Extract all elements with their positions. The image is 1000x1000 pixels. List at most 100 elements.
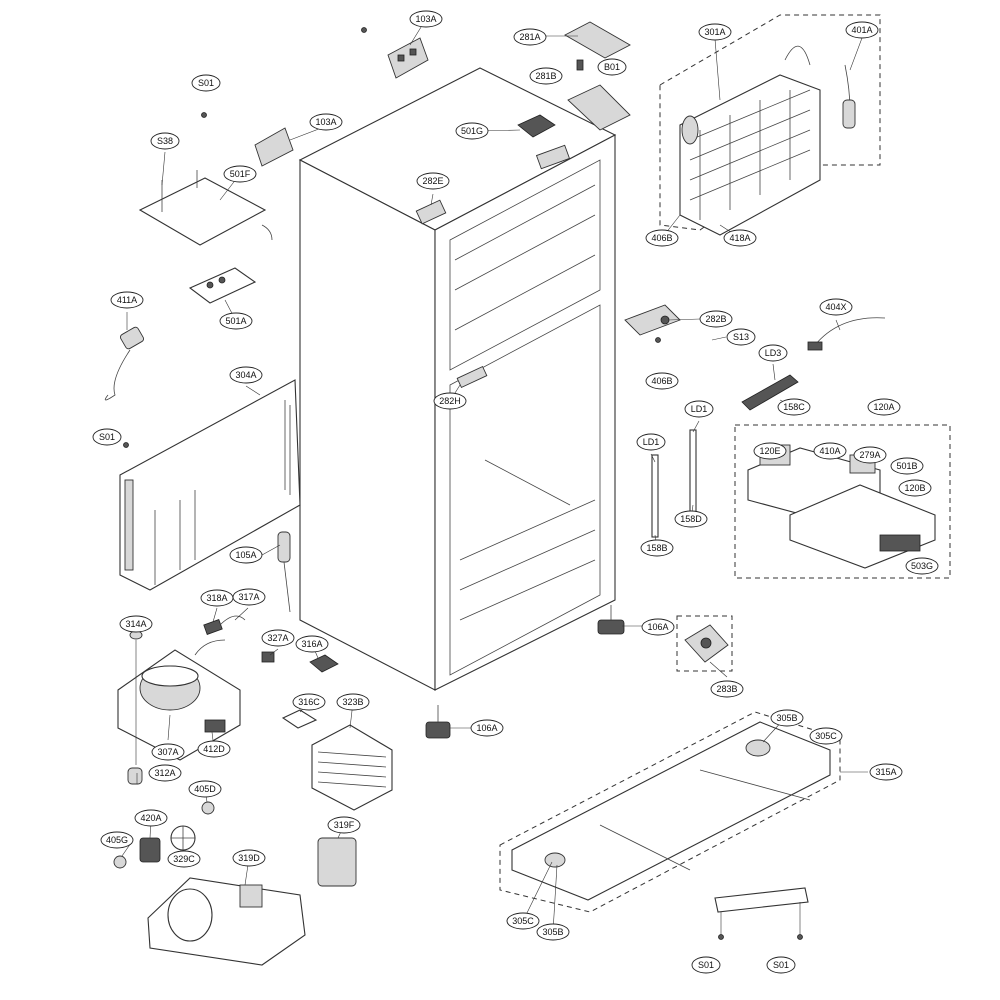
svg-text:120B: 120B	[904, 483, 925, 493]
svg-text:412D: 412D	[203, 744, 225, 754]
label-406b-mid: 406B	[645, 372, 679, 390]
fan-motor	[113, 801, 215, 869]
svg-text:281B: 281B	[535, 71, 556, 81]
refrigerator-cabinet	[298, 67, 617, 691]
svg-text:LD1: LD1	[643, 437, 660, 447]
condenser	[311, 724, 393, 811]
svg-text:120A: 120A	[873, 402, 894, 412]
svg-text:158D: 158D	[680, 514, 702, 524]
svg-text:307A: 307A	[157, 747, 178, 757]
label-105a: 105A	[229, 546, 263, 564]
svg-text:501A: 501A	[225, 316, 246, 326]
label-412d: 412D	[197, 740, 231, 758]
label-282h: 282H	[433, 392, 467, 410]
svg-text:282E: 282E	[422, 176, 443, 186]
label-s13: S13	[726, 328, 756, 346]
svg-text:329C: 329C	[173, 854, 195, 864]
svg-text:401A: 401A	[851, 25, 872, 35]
svg-text:305C: 305C	[512, 916, 534, 926]
power-cord	[104, 326, 145, 401]
label-103a-left: 103A	[309, 113, 343, 131]
machine-compartment-cover	[119, 379, 301, 591]
svg-text:318A: 318A	[206, 593, 227, 603]
bottom-bracket	[714, 887, 809, 935]
svg-text:282H: 282H	[439, 396, 461, 406]
label-ld1-right: LD1	[684, 400, 714, 418]
top-hinge-bracket	[564, 21, 631, 131]
label-316c: 316C	[292, 693, 326, 711]
svg-text:410A: 410A	[819, 446, 840, 456]
svg-text:106A: 106A	[476, 723, 497, 733]
svg-text:315A: 315A	[875, 767, 896, 777]
label-319d: 319D	[232, 849, 266, 867]
svg-text:501G: 501G	[461, 126, 483, 136]
label-329c: 329C	[167, 850, 201, 868]
label-120b: 120B	[898, 479, 932, 497]
svg-text:319F: 319F	[334, 820, 355, 830]
svg-text:316C: 316C	[298, 697, 320, 707]
label-s01-bottom-right: S01	[766, 956, 796, 974]
svg-text:501F: 501F	[230, 169, 251, 179]
label-120a: 120A	[867, 398, 901, 416]
svg-text:317A: 317A	[238, 592, 259, 602]
label-103a-top: 103A	[409, 10, 443, 28]
screws	[123, 27, 803, 940]
control-cover	[138, 170, 273, 246]
svg-text:301A: 301A	[704, 27, 725, 37]
label-106a-right: 106A	[641, 618, 675, 636]
lamp-led-3	[741, 374, 799, 411]
label-304a: 304A	[229, 366, 263, 384]
label-411a: 411A	[110, 291, 144, 309]
svg-text:S01: S01	[198, 78, 214, 88]
svg-text:103A: 103A	[415, 14, 436, 24]
svg-text:314A: 314A	[125, 619, 146, 629]
sensor-wire	[807, 317, 886, 351]
drain-tube	[277, 531, 291, 613]
label-404x: 404X	[819, 298, 853, 316]
svg-text:305C: 305C	[815, 731, 837, 741]
svg-text:305B: 305B	[776, 713, 797, 723]
leveling-foot-right	[597, 605, 625, 635]
svg-text:LD1: LD1	[691, 404, 708, 414]
label-312a: 312A	[148, 764, 182, 782]
svg-text:S01: S01	[773, 960, 789, 970]
label-327a: 327A	[261, 629, 295, 647]
label-319f: 319F	[327, 816, 361, 834]
label-405d: 405D	[188, 780, 222, 798]
label-ld1-left: LD1	[636, 433, 666, 451]
svg-text:S13: S13	[733, 332, 749, 342]
clip-and-pads	[261, 651, 339, 729]
label-418a: 418A	[723, 229, 757, 247]
leveling-foot-front	[425, 705, 451, 739]
svg-text:312A: 312A	[154, 768, 175, 778]
label-305c-top: 305C	[809, 727, 843, 745]
svg-text:158C: 158C	[783, 402, 805, 412]
label-323b: 323B	[336, 693, 370, 711]
label-281a: 281A	[513, 28, 547, 46]
label-406b-top: 406B	[645, 229, 679, 247]
svg-text:103A: 103A	[315, 117, 336, 127]
middle-hinge	[624, 304, 681, 336]
svg-text:323B: 323B	[342, 697, 363, 707]
svg-text:283B: 283B	[716, 684, 737, 694]
svg-text:S01: S01	[698, 960, 714, 970]
label-401a: 401A	[845, 21, 879, 39]
compressor-grommet	[127, 630, 143, 785]
label-s01-left-mid: S01	[92, 428, 122, 446]
label-282b: 282B	[699, 310, 733, 328]
control-board	[188, 267, 257, 304]
label-314a: 314A	[119, 615, 153, 633]
evaporator-assembly	[659, 14, 881, 236]
svg-text:S38: S38	[157, 136, 173, 146]
label-b01: B01	[597, 58, 627, 76]
svg-text:420A: 420A	[140, 813, 161, 823]
label-301a: 301A	[698, 23, 732, 41]
label-s01-bottom-left: S01	[691, 956, 721, 974]
label-283b: 283B	[710, 680, 744, 698]
label-307a: 307A	[151, 743, 185, 761]
label-158c: 158C	[777, 398, 811, 416]
label-279a: 279A	[853, 446, 887, 464]
svg-text:B01: B01	[604, 62, 620, 72]
control-box-assembly	[734, 424, 951, 579]
label-106a-bottom: 106A	[470, 719, 504, 737]
